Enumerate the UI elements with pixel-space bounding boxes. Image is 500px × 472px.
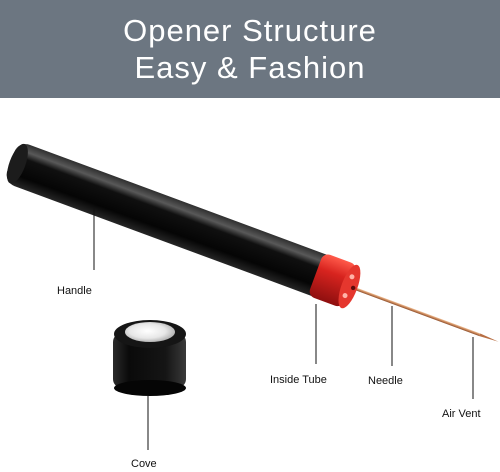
face-screw-top bbox=[349, 274, 355, 280]
cap-bottom-edge bbox=[114, 380, 186, 396]
callout-lines bbox=[93, 208, 474, 450]
cap-top-insert bbox=[125, 322, 175, 342]
needle-shaft bbox=[348, 284, 481, 337]
opener-device bbox=[6, 143, 499, 342]
needle-tip bbox=[479, 333, 499, 342]
face-screw-bottom bbox=[342, 293, 348, 299]
inside-tube-label: Inside Tube bbox=[270, 374, 327, 386]
air-vent-label: Air Vent bbox=[442, 408, 481, 420]
banner-title-line-1: Opener Structure bbox=[123, 13, 377, 48]
cove-label: Cove bbox=[131, 458, 157, 470]
handle-label: Handle bbox=[57, 285, 92, 297]
cap-body bbox=[113, 333, 186, 388]
cove-cap bbox=[113, 320, 186, 396]
handle-body bbox=[6, 144, 334, 297]
face-hole bbox=[350, 285, 356, 291]
banner-title-line-2: Easy & Fashion bbox=[134, 50, 366, 85]
needle-label: Needle bbox=[368, 375, 403, 387]
title-banner: Opener Structure Easy & Fashion bbox=[0, 0, 500, 98]
handle-end bbox=[6, 143, 28, 184]
